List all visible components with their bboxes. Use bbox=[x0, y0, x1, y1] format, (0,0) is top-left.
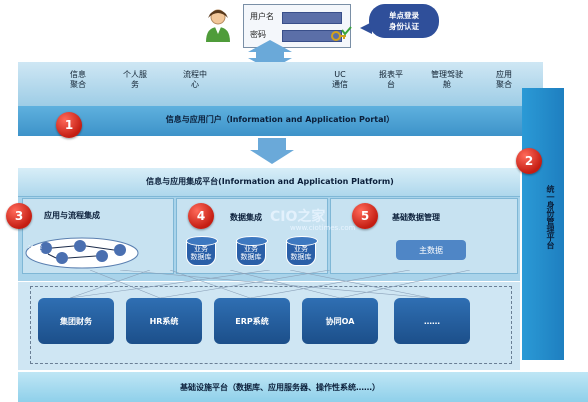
platform-top bbox=[18, 168, 520, 196]
badge-1: 1 bbox=[56, 112, 82, 138]
user-icon bbox=[206, 9, 230, 42]
badge-2: 2 bbox=[516, 148, 542, 174]
username-field bbox=[282, 12, 342, 24]
watermark-url: www.ciotimes.com bbox=[290, 224, 356, 232]
system-more: …… bbox=[394, 298, 470, 344]
section-3-title: 应用与流程集成 bbox=[44, 211, 100, 220]
portal-item-info-aggregation: 信息 聚合 bbox=[70, 70, 86, 89]
portal-item-app-aggregation: 应用 聚合 bbox=[496, 70, 512, 89]
systems-dashed-border bbox=[30, 286, 512, 364]
system-erp: ERP系统 bbox=[214, 298, 290, 344]
system-finance: 集团财务 bbox=[38, 298, 114, 344]
system-hr: HR系统 bbox=[126, 298, 202, 344]
key-check-icon bbox=[331, 26, 352, 41]
portal-item-process-center: 流程中 心 bbox=[183, 70, 207, 89]
database-1-cap bbox=[186, 236, 218, 246]
database-2: 业务 数据库 bbox=[236, 236, 268, 270]
arrow-login-portal-head-up bbox=[248, 40, 292, 52]
username-label: 用户名 bbox=[250, 12, 274, 21]
process-flow-diagram bbox=[25, 237, 139, 269]
portal-item-cockpit: 管理驾驶 舱 bbox=[431, 70, 463, 89]
login-box: 用户名 密码 bbox=[243, 4, 351, 48]
database-3: 业务 数据库 bbox=[286, 236, 318, 270]
database-3-cap bbox=[286, 236, 318, 246]
portal-item-uc: UC 通信 bbox=[332, 70, 348, 89]
portal-front bbox=[18, 106, 523, 136]
badge-3: 3 bbox=[6, 203, 32, 229]
watermark-logo: CIO之家 bbox=[270, 209, 326, 225]
portal-item-report: 报表平 台 bbox=[379, 70, 403, 89]
sso-line-2: 身份认证 bbox=[389, 22, 419, 31]
section-4-title: 数据集成 bbox=[230, 213, 262, 222]
arrow-portal-platform bbox=[258, 138, 286, 152]
system-oa: 协同OA bbox=[302, 298, 378, 344]
database-2-cap bbox=[236, 236, 268, 246]
database-1: 业务 数据库 bbox=[186, 236, 218, 270]
section-5-title: 基础数据管理 bbox=[392, 213, 440, 222]
identity-column-label: 统一身份管理平台 bbox=[546, 185, 555, 249]
flow-label: 流程 bbox=[28, 245, 42, 253]
badge-5: 5 bbox=[352, 203, 378, 229]
portal-top bbox=[18, 62, 543, 106]
infrastructure-title: 基础设施平台（数据库、应用服务器、操作性系统……） bbox=[180, 383, 380, 392]
badge-4: 4 bbox=[188, 203, 214, 229]
portal-title: 信息与应用门户（Information and Application Port… bbox=[165, 115, 395, 124]
connector-lines bbox=[69, 270, 471, 299]
sso-line-1: 单点登录 bbox=[389, 11, 419, 20]
arrow-portal-platform-head bbox=[250, 150, 294, 164]
password-label: 密码 bbox=[250, 30, 266, 39]
platform-title: 信息与应用集成平台(Information and Application Pl… bbox=[146, 177, 394, 186]
identity-column bbox=[522, 88, 564, 360]
master-data-box: 主数据 bbox=[396, 240, 466, 260]
portal-item-personal-service: 个人服 务 bbox=[123, 70, 147, 89]
sso-bubble: 单点登录 身份认证 bbox=[369, 4, 439, 38]
infrastructure-base bbox=[18, 372, 588, 402]
